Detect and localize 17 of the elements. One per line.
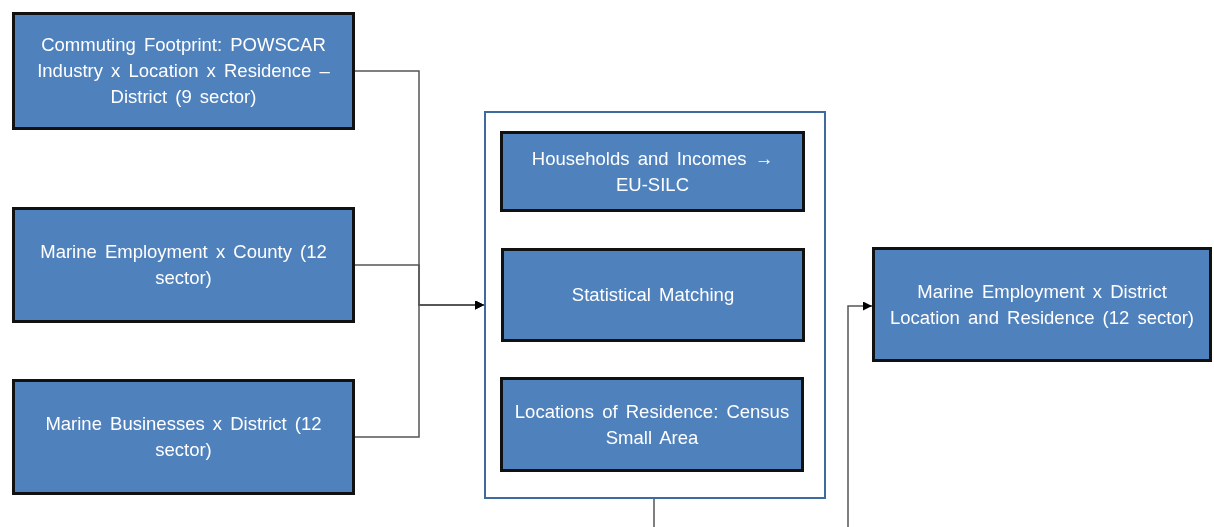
process-box — [500, 131, 805, 212]
process-box — [872, 247, 1212, 362]
process-box — [12, 207, 355, 323]
connector-arrow — [847, 301, 873, 527]
box-text: Marine Employment x County (12 sector) — [39, 240, 328, 290]
connector-arrow — [354, 300, 485, 438]
box-text: Locations of Residence: Census Small Area — [513, 399, 791, 450]
box-text: Statistical Matching — [571, 283, 735, 308]
process-box — [12, 379, 355, 495]
box-text: Marine Employment x District Location and Residence (12 sector) — [888, 279, 1196, 330]
process-box — [500, 377, 804, 472]
group-frame — [484, 111, 826, 499]
box-text: Households and Incomes → EU-SILC — [530, 146, 775, 197]
box-text: Marine Businesses x District (12 sector) — [44, 412, 323, 462]
process-box — [12, 12, 355, 130]
process-box — [501, 248, 805, 342]
box-text: Commuting Footprint: POWSCAR Industry x Location x Residence – District (9 sector) — [36, 33, 331, 109]
